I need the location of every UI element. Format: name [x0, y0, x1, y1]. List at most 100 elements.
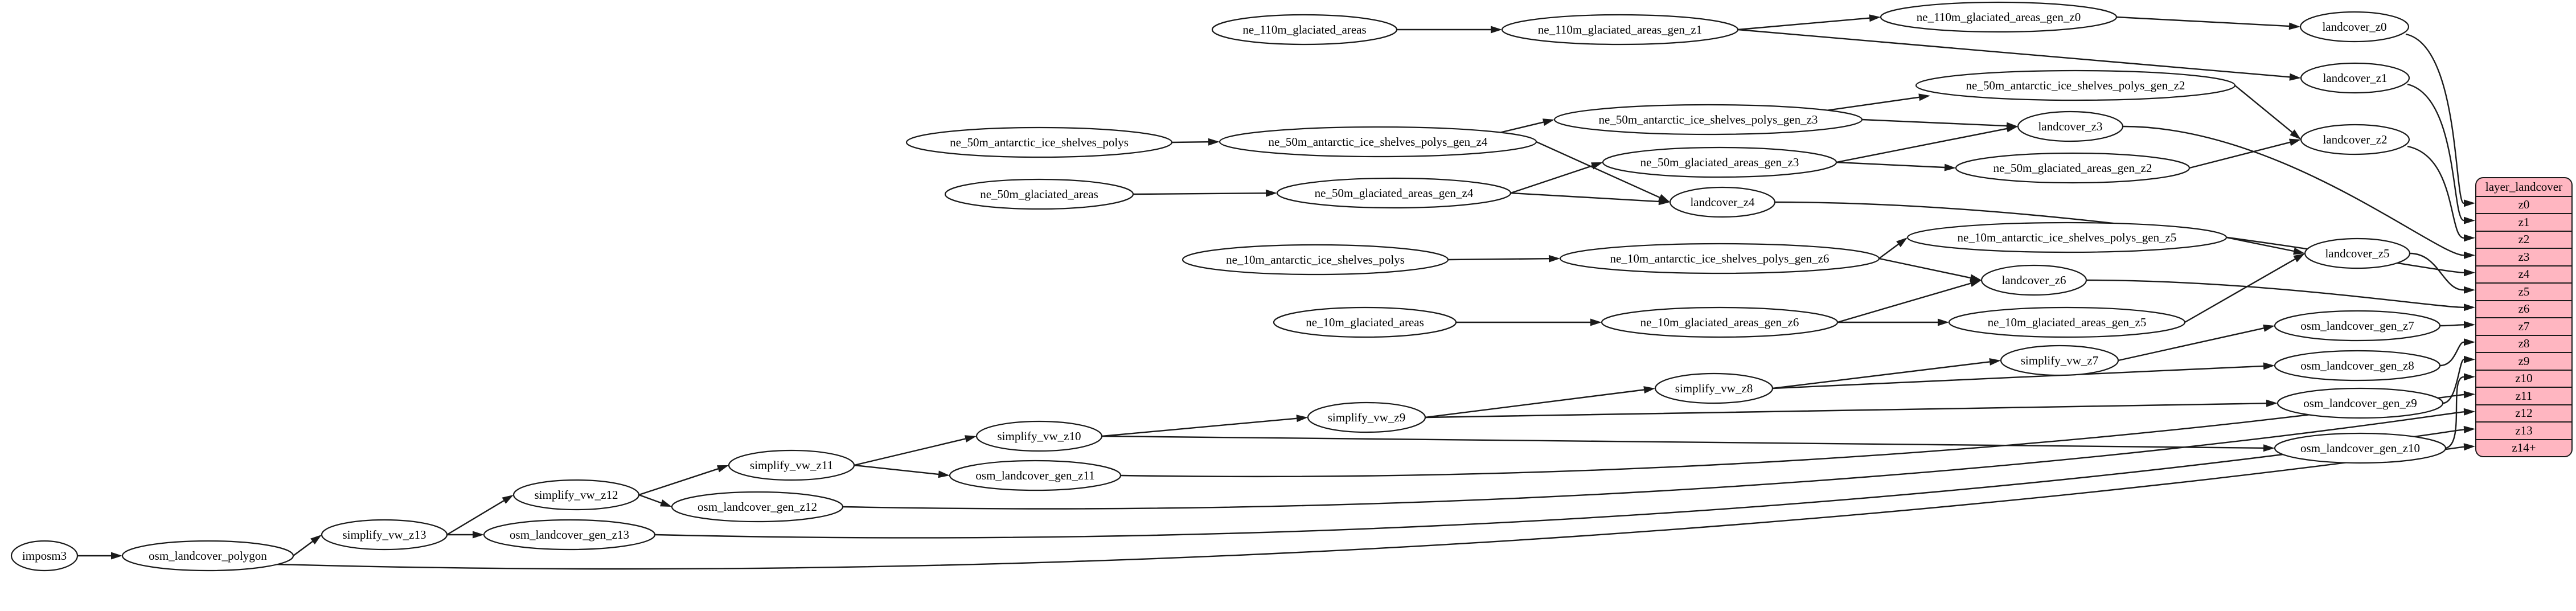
- edge-osm_landcover_polygon--simplify_vw_z13: [293, 535, 322, 556]
- node-ellipse: [2274, 350, 2441, 382]
- node-label: ne_10m_glaciated_areas_gen_z5: [1988, 315, 2147, 329]
- node-landcover_z5: landcover_z5: [2304, 237, 2411, 269]
- node-label: ne_10m_antarctic_ice_shelves_polys_gen_z…: [1610, 252, 1830, 265]
- edge-ne_50m_glaciated_areas_gen_z4--landcover_z4: [1510, 192, 1670, 206]
- node-ne_10m_antarctic_ice_shelves_polys: ne_10m_antarctic_ice_shelves_polys: [1182, 244, 1449, 276]
- node-label: osm_landcover_gen_z10: [2300, 441, 2420, 455]
- node-ellipse: [905, 126, 1173, 158]
- edge-ne_110m_glaciated_areas_gen_z0--landcover_z0: [2116, 16, 2300, 30]
- node-ellipse: [1601, 306, 1839, 338]
- node-landcover_z3: landcover_z3: [2017, 110, 2124, 142]
- node-ellipse: [1948, 306, 2186, 338]
- node-landcover_z0: landcover_z0: [2299, 11, 2410, 43]
- node-ellipse: [2304, 237, 2411, 269]
- node-ne_110m_glaciated_areas: ne_110m_glaciated_areas: [1211, 14, 1398, 46]
- table-row-z11: z11: [2476, 387, 2571, 404]
- arrowhead: [310, 535, 322, 545]
- table-row-z12: z12: [2476, 404, 2571, 422]
- node-simplify_vw_z10: simplify_vw_z10: [975, 420, 1103, 452]
- arrowhead: [2464, 234, 2475, 242]
- node-ellipse: [728, 449, 855, 481]
- node-simplify_vw_z13: simplify_vw_z13: [321, 519, 448, 551]
- node-ellipse: [2299, 11, 2410, 43]
- arrowhead: [965, 435, 977, 442]
- node-label: osm_landcover_gen_z8: [2300, 359, 2414, 372]
- arrowhead: [2463, 425, 2475, 433]
- node-label: ne_110m_glaciated_areas: [1242, 23, 1366, 36]
- node-osm_landcover_gen_z9: osm_landcover_gen_z9: [2276, 387, 2444, 419]
- node-label: ne_10m_glaciated_areas: [1306, 315, 1424, 329]
- node-label: osm_landcover_gen_z7: [2300, 319, 2414, 333]
- node-label: ne_50m_glaciated_areas_gen_z4: [1315, 186, 1474, 200]
- node-ellipse: [10, 540, 79, 572]
- node-label: ne_50m_antarctic_ice_shelves_polys_gen_z…: [1269, 135, 1488, 149]
- node-label: osm_landcover_gen_z12: [698, 500, 817, 514]
- arrowhead: [1548, 255, 1560, 263]
- table-row-z6: z6: [2476, 300, 2571, 318]
- node-osm_landcover_gen_z12: osm_landcover_gen_z12: [671, 491, 844, 523]
- edge-simplify_vw_z10--osm_landcover_gen_z10: [1101, 435, 2275, 452]
- node-ne_10m_glaciated_areas_gen_z6: ne_10m_glaciated_areas_gen_z6: [1601, 306, 1839, 338]
- node-simplify_vw_z12: simplify_vw_z12: [512, 479, 640, 511]
- edge-simplify_vw_z7--osm_landcover_gen_z7: [2118, 325, 2275, 362]
- node-ellipse: [1501, 14, 1739, 46]
- edge-osm_landcover_gen_z9--row:9: [2442, 355, 2475, 404]
- node-ellipse: [1955, 152, 2191, 184]
- node-osm_landcover_gen_z7: osm_landcover_gen_z7: [2274, 310, 2441, 342]
- arrowhead: [111, 552, 122, 560]
- node-simplify_vw_z8: simplify_vw_z8: [1654, 372, 1774, 404]
- table-row-z9: z9: [2476, 352, 2571, 370]
- node-ellipse: [1669, 186, 1776, 218]
- node-ellipse: [2274, 310, 2441, 342]
- arrowhead: [2464, 338, 2475, 346]
- arrowhead: [1643, 386, 1655, 393]
- node-ne_10m_antarctic_ice_shelves_polys_gen_z6: ne_10m_antarctic_ice_shelves_polys_gen_z…: [1559, 243, 1880, 274]
- node-ellipse: [2300, 62, 2410, 94]
- table-row-z3: z3: [2476, 248, 2571, 265]
- arrowhead: [1208, 138, 1220, 146]
- arrowhead: [2464, 355, 2475, 363]
- node-ellipse: [671, 491, 844, 523]
- arrowhead: [1491, 26, 1502, 34]
- edge-osm_landcover_gen_z10--row:10: [2445, 373, 2475, 449]
- node-label: ne_50m_glaciated_areas_gen_z3: [1640, 155, 1799, 169]
- arrowhead: [2463, 408, 2475, 416]
- edge-osm_landcover_gen_z13--row:13: [654, 425, 2475, 539]
- node-osm_landcover_gen_z10: osm_landcover_gen_z10: [2274, 432, 2447, 464]
- node-ellipse: [1654, 372, 1774, 404]
- arrowhead: [2464, 304, 2475, 311]
- arrowhead: [660, 499, 672, 507]
- edge-osm_landcover_gen_z12--row:12: [842, 408, 2475, 510]
- table-row-z14plus: z14+: [2476, 438, 2571, 457]
- node-ellipse: [1273, 306, 1457, 338]
- edge-ne_50m_glaciated_areas_gen_z3--landcover_z3: [1836, 125, 2018, 163]
- node-ellipse: [1602, 146, 1837, 178]
- node-ne_50m_glaciated_areas_gen_z3: ne_50m_glaciated_areas_gen_z3: [1602, 146, 1837, 178]
- edge-osm_landcover_gen_z8--row:8: [2439, 338, 2475, 367]
- node-ellipse: [2300, 124, 2410, 155]
- edge-ne_50m_glaciated_areas_gen_z4--ne_50m_glaciated_areas_gen_z3: [1510, 162, 1603, 194]
- arrowhead: [1658, 198, 1670, 206]
- arrowhead: [1869, 14, 1881, 22]
- edge-landcover_z5--row:5: [2409, 252, 2475, 294]
- edge-imposm3--osm_landcover_polygon: [77, 552, 122, 560]
- node-label: ne_50m_glaciated_areas_gen_z2: [1993, 161, 2152, 175]
- node-label: landcover_z2: [2323, 133, 2387, 146]
- arrowhead: [2293, 247, 2305, 255]
- edge-landcover_z2--row:2: [2407, 145, 2475, 242]
- node-label: landcover_z3: [2038, 120, 2102, 133]
- arrowhead: [2006, 125, 2018, 133]
- node-ne_10m_glaciated_areas: ne_10m_glaciated_areas: [1273, 306, 1457, 338]
- node-label: ne_50m_antarctic_ice_shelves_polys_gen_z…: [1966, 79, 2185, 92]
- arrowhead: [1591, 162, 1603, 170]
- edge-ne_10m_antarctic_ice_shelves_polys--ne_10m_antarctic_ice_shelves_polys_gen_z6: [1447, 255, 1560, 263]
- node-ellipse: [1307, 401, 1426, 433]
- node-ellipse: [949, 460, 1122, 491]
- table-row-z2: z2: [2476, 230, 2571, 248]
- node-label: osm_landcover_gen_z13: [510, 528, 629, 542]
- edge-ne_50m_antarctic_ice_shelves_polys_gen_z2--landcover_z2: [2234, 85, 2301, 140]
- node-osm_landcover_gen_z8: osm_landcover_gen_z8: [2274, 350, 2441, 382]
- arrowhead: [1938, 318, 1949, 326]
- edge-osm_landcover_gen_z7--row:7: [2439, 321, 2475, 329]
